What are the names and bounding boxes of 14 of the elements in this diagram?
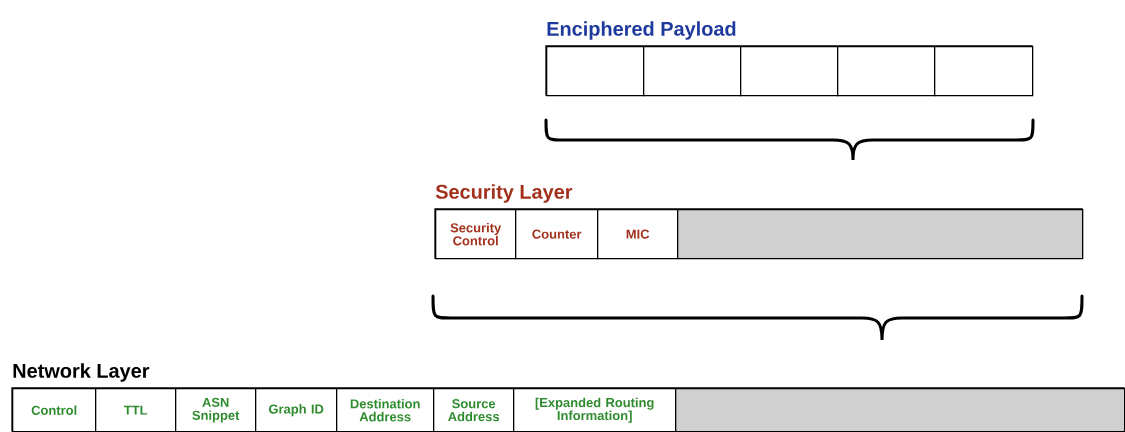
field-cell: Destination Address xyxy=(336,388,435,432)
layer-heading: Enciphered Payload xyxy=(547,21,736,40)
layer-heading: Network Layer xyxy=(13,363,150,382)
field-cell: Source Address xyxy=(433,388,515,432)
padding-cell xyxy=(675,388,1125,432)
field-cell: ASN Snippet xyxy=(175,388,257,432)
field-cell: Counter xyxy=(515,209,599,260)
padding-cell xyxy=(677,209,1084,260)
field-cell: Control xyxy=(12,388,97,432)
field-cell: Graph ID xyxy=(255,388,338,432)
field-cell: Security Control xyxy=(435,209,517,260)
layer-heading: Security Layer xyxy=(435,184,573,203)
field-cell: MIC xyxy=(597,209,679,260)
field-cell: TTL xyxy=(95,388,177,432)
